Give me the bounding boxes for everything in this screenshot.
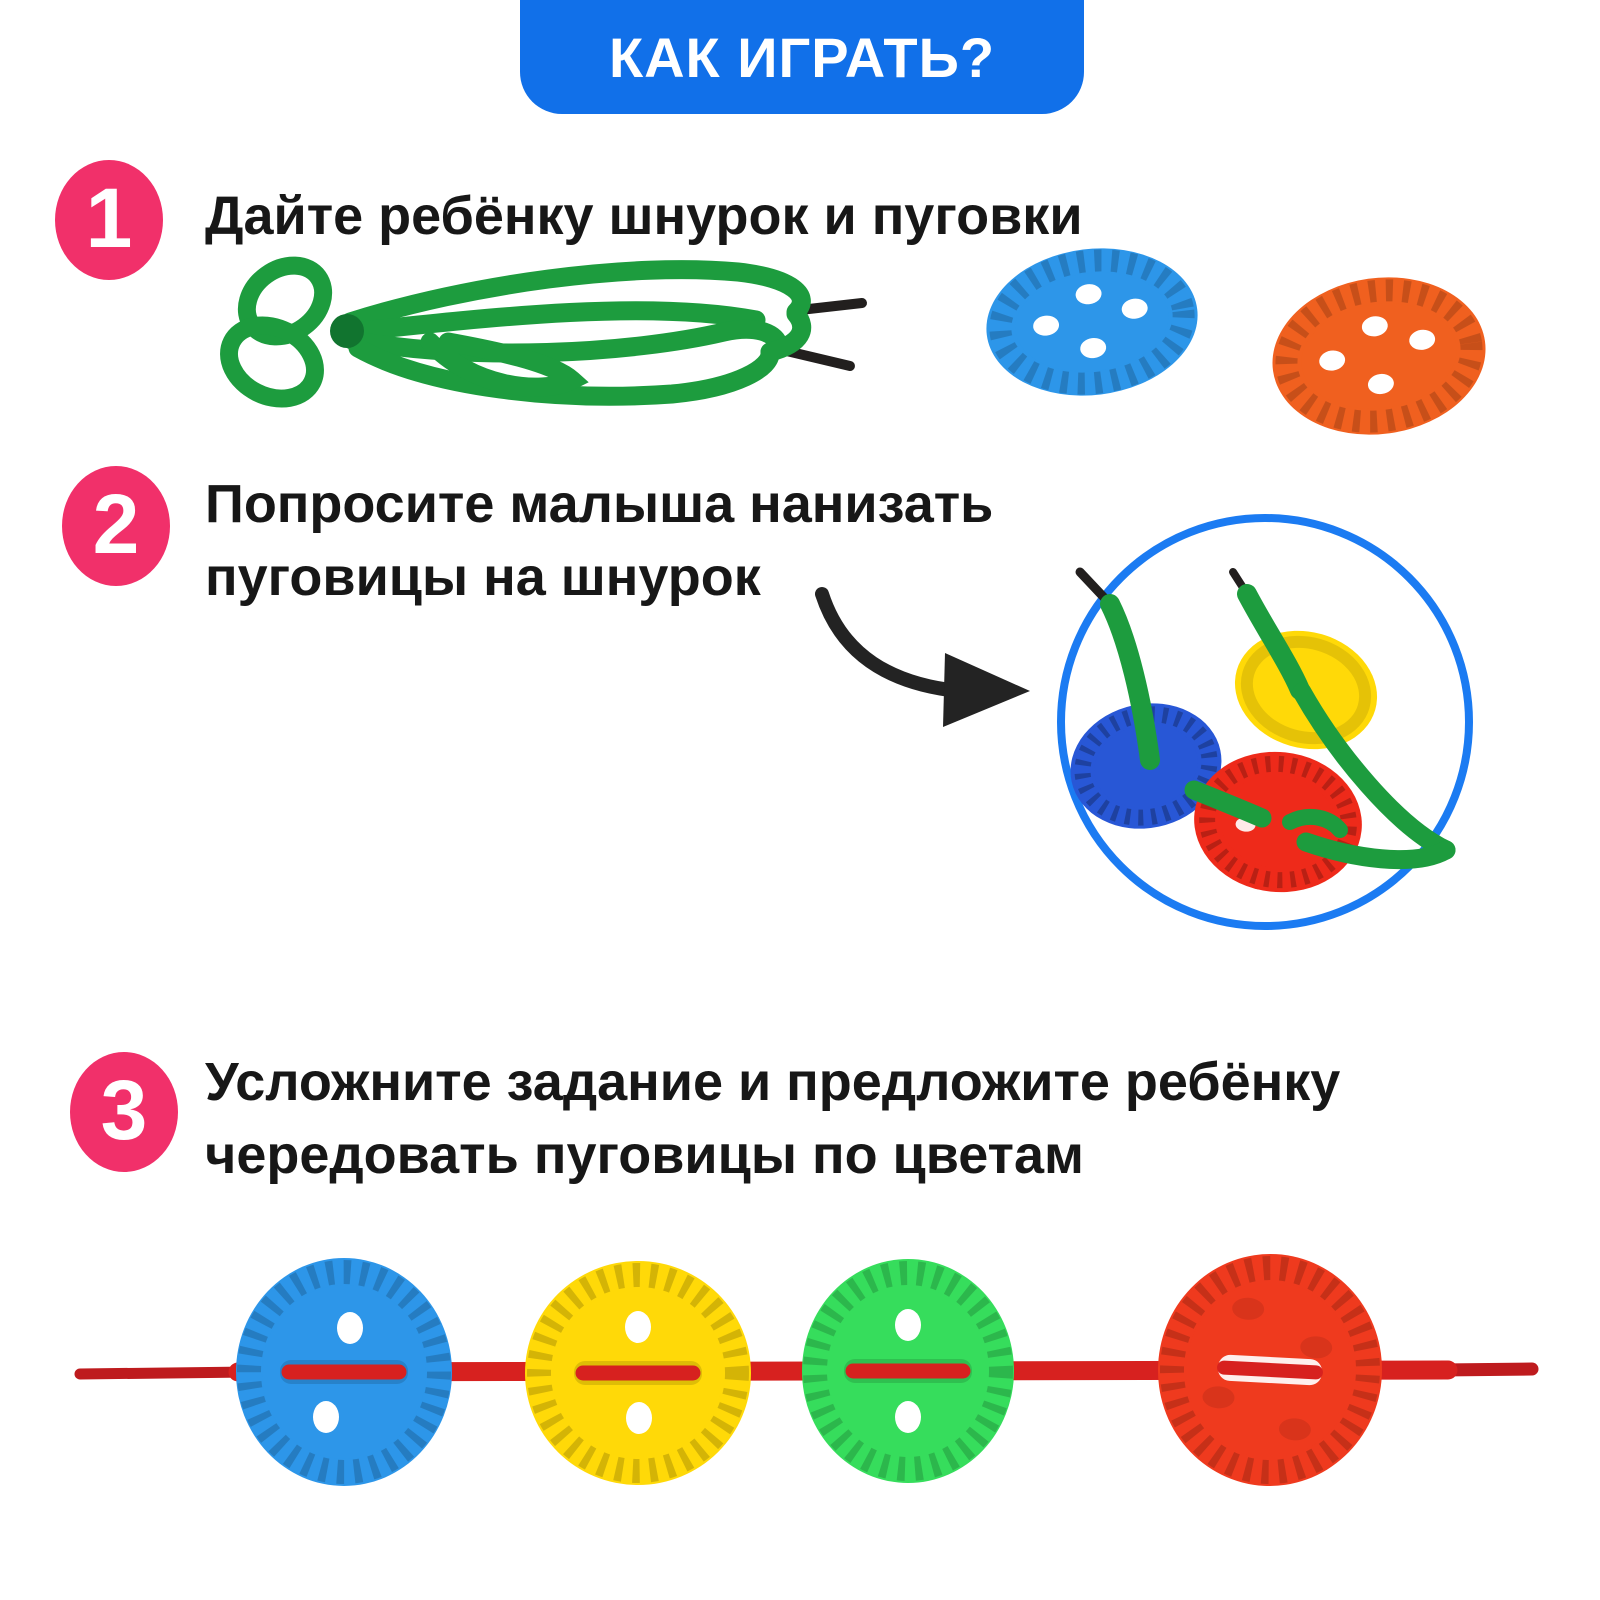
step-3-line-2: чередовать пуговицы по цветам (205, 1125, 1084, 1185)
step-2-badge: 2 (62, 466, 170, 586)
step-2-line-2: пуговицы на шнурок (205, 547, 761, 607)
step-1-badge: 1 (55, 160, 163, 280)
lace-left-tip (74, 1366, 256, 1380)
header-title: КАК ИГРАТЬ? (608, 25, 996, 89)
step-3-badge: 3 (70, 1052, 178, 1172)
step-1-number: 1 (85, 171, 133, 265)
step-2-text: Попросите малыша нанизать пуговицы на шн… (205, 468, 993, 614)
header-banner: КАК ИГРАТЬ? (520, 0, 1084, 114)
blue-button-strung (236, 1258, 452, 1486)
lacing-example-inset (1057, 514, 1473, 930)
step-2-line-1: Попросите малыша нанизать (205, 474, 994, 534)
yellow-button-strung (525, 1261, 751, 1485)
green-lace-inset (1075, 567, 1456, 870)
step-2-number: 2 (92, 477, 140, 571)
green-button-strung (802, 1259, 1014, 1483)
step-1-line-1: Дайте ребёнку шнурок и пуговки (205, 186, 1083, 246)
blue-button-step1 (986, 248, 1198, 396)
lace-knot (330, 314, 364, 348)
orange-button-step1 (1272, 277, 1486, 435)
step-3-number: 3 (100, 1063, 148, 1157)
green-lace-illustration (220, 256, 867, 408)
buttons-on-red-lace (74, 1254, 1539, 1486)
step-3-text: Усложните задание и предложите ребёнку ч… (205, 1046, 1340, 1192)
red-button-strung (1157, 1254, 1383, 1486)
step-1-text: Дайте ребёнку шнурок и пуговки (205, 180, 1083, 253)
curved-arrow-icon (815, 587, 1030, 727)
step-3-line-1: Усложните задание и предложите ребёнку (205, 1052, 1341, 1112)
